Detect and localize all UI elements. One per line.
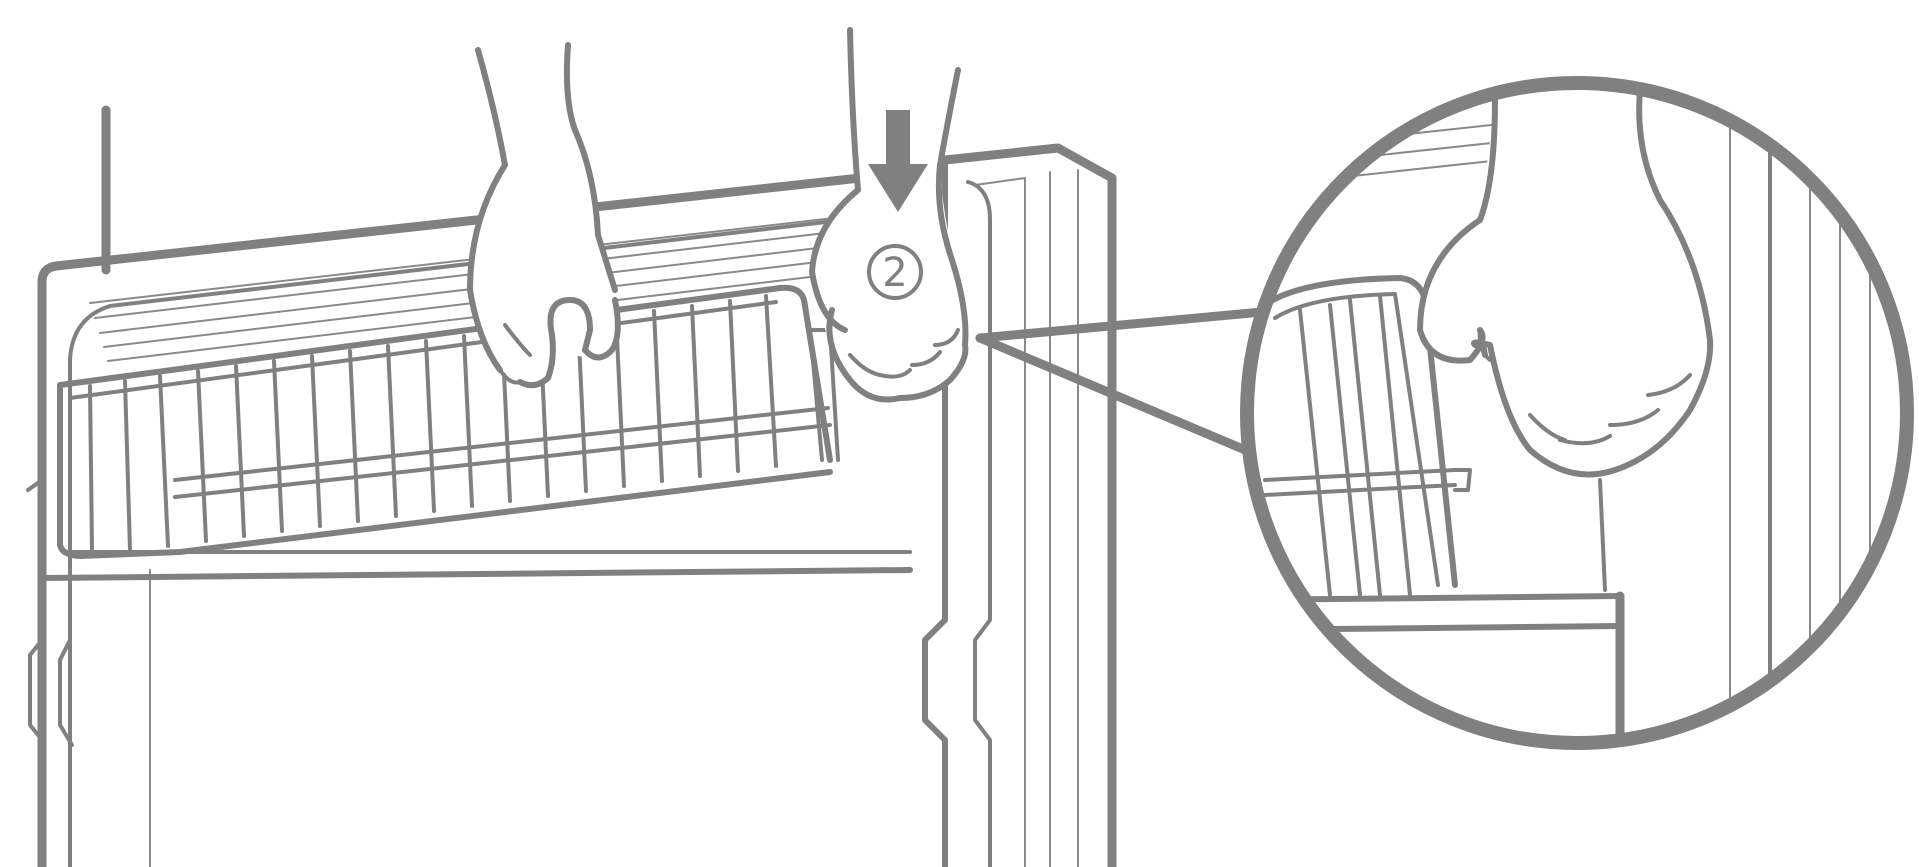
step-marker: 2 <box>869 246 921 298</box>
step-number: 2 <box>882 250 907 296</box>
zoom-callout-lines <box>980 312 1262 452</box>
door-basket <box>28 288 838 570</box>
left-hand <box>470 45 620 385</box>
zoom-detail-view <box>1240 80 1907 760</box>
